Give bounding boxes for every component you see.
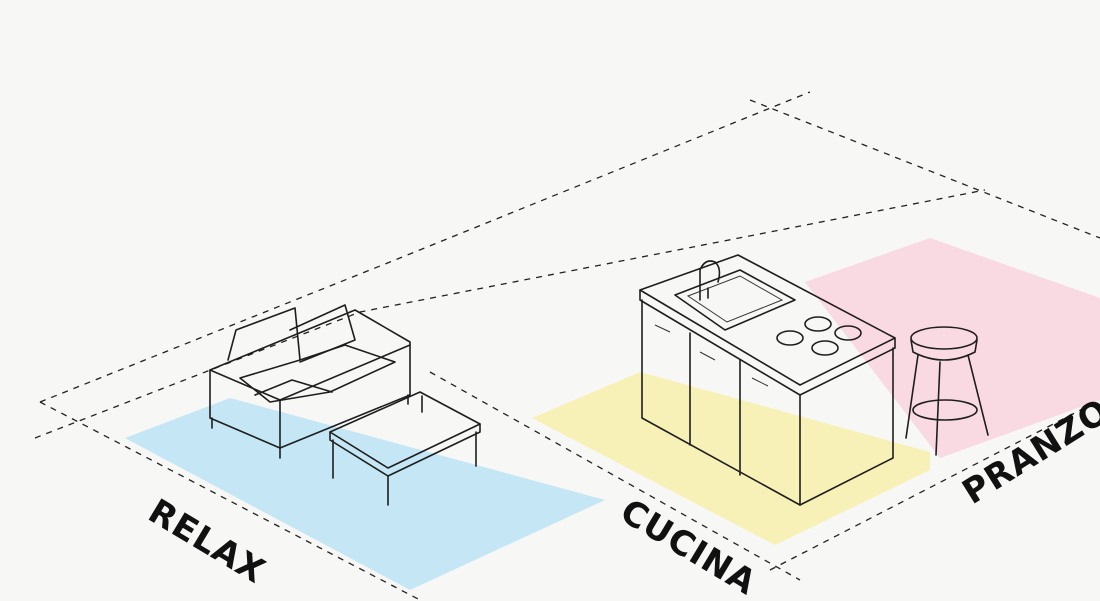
sofa-icon — [209, 304, 411, 459]
relax-label: RELAX — [141, 491, 272, 592]
faucet-icon — [699, 260, 721, 301]
kitchen-island-icon — [639, 254, 896, 506]
relax-zone-patch — [125, 398, 605, 590]
bar-stool-icon — [905, 326, 989, 456]
cucina-zone-patch — [532, 372, 930, 545]
coffee-table-icon — [329, 391, 481, 506]
cooktop-icon — [776, 316, 862, 356]
